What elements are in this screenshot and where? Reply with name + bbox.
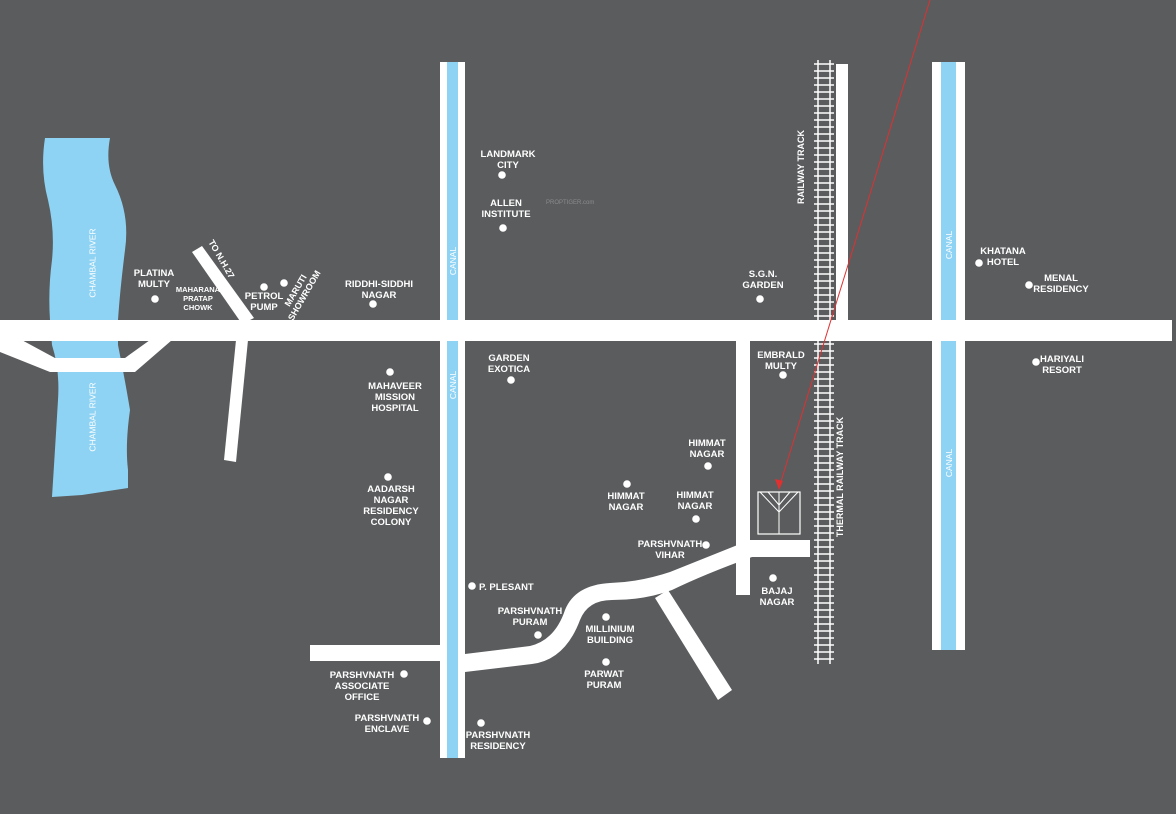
branch-road	[655, 590, 732, 700]
landmark-dot	[400, 670, 408, 678]
landmark-dot	[1025, 281, 1033, 289]
landmark-dot	[498, 171, 506, 179]
watermark: PROPTIGER.com	[546, 200, 595, 206]
south-spur-road	[224, 340, 248, 462]
landmark-label: RIDDHI-SIDDHI NAGAR	[344, 279, 414, 301]
landmark-dot	[692, 515, 700, 523]
landmark-dot	[779, 371, 787, 379]
project-site-marker	[757, 491, 801, 535]
canal-2-label-south: CANAL	[944, 448, 955, 478]
landmark-label: PARSHVNATH ASSOCIATE OFFICE	[329, 670, 395, 703]
landmark-dot	[602, 658, 610, 666]
main-road	[0, 320, 1172, 341]
landmark-label: PARWAT PURAM	[584, 669, 624, 691]
landmark-dot	[280, 279, 288, 287]
landmark-label: GARDEN EXOTICA	[487, 353, 531, 375]
landmark-dot	[386, 368, 394, 376]
railway-track-label: RAILWAY TRACK	[796, 129, 807, 205]
canal-1-water	[447, 62, 458, 758]
landmark-label: BAJAJ NAGAR	[759, 586, 795, 608]
landmark-label: HIMMAT NAGAR	[676, 490, 714, 512]
landmark-label: MENAL RESIDENCY	[1033, 273, 1089, 295]
landmark-label: KHATANA HOTEL	[980, 246, 1026, 268]
landmark-dot	[702, 541, 710, 549]
curved-road	[465, 540, 810, 672]
vertical-road-east	[736, 341, 750, 595]
railway-track	[814, 60, 834, 664]
thermal-railway-track-label: THERMAL RAILWAY TRACK	[835, 416, 846, 538]
river-bridge-road	[0, 335, 172, 372]
connector-road	[310, 645, 440, 661]
landmark-dot	[602, 613, 610, 621]
landmark-dot	[477, 719, 485, 727]
landmark-label: MAHAVEER MISSION HOSPITAL	[368, 381, 422, 414]
river-label-south: CHAMBAL RIVER	[87, 382, 98, 452]
landmark-label: MILLINIUM BUILDING	[585, 624, 635, 646]
canal-1-label-north: CANAL	[448, 246, 459, 276]
landmark-dot	[769, 574, 777, 582]
landmark-dot	[423, 717, 431, 725]
chambal-river	[43, 138, 131, 497]
landmark-dot	[499, 224, 507, 232]
landmark-label: HIMMAT NAGAR	[607, 491, 645, 513]
landmark-dot	[260, 283, 268, 291]
landmark-label: EMBRALD MULTY	[757, 350, 805, 372]
landmark-label: AADARSH NAGAR RESIDENCY COLONY	[363, 484, 419, 528]
landmark-label: P. PLESANT	[479, 582, 534, 593]
landmark-label: PARSHVNATH RESIDENCY	[465, 730, 531, 752]
landmark-dot	[384, 473, 392, 481]
landmark-dot	[507, 376, 515, 384]
landmark-dot	[369, 300, 377, 308]
landmark-label: PARSHVNATH PURAM	[497, 606, 563, 628]
project-pointer-arrow	[775, 0, 931, 490]
canal-2-label-north: CANAL	[944, 230, 955, 260]
river-label-north: CHAMBAL RIVER	[87, 228, 98, 298]
landmark-label: HARIYALI RESORT	[1040, 354, 1084, 376]
landmark-label: LANDMARK CITY	[480, 149, 536, 171]
landmark-label: MAHARANA PRATAP CHOWK	[175, 285, 221, 312]
landmark-label: PLATINA MULTY	[133, 268, 175, 290]
landmark-label: HIMMAT NAGAR	[688, 438, 726, 460]
landmark-dot	[975, 259, 983, 267]
landmark-dot	[1032, 358, 1040, 366]
nh27-road	[192, 246, 254, 324]
landmark-dot	[623, 480, 631, 488]
railway-road	[836, 64, 848, 322]
landmark-dot	[534, 631, 542, 639]
landmark-label: S.G.N. GARDEN	[742, 269, 784, 291]
canal-2-water	[941, 62, 956, 650]
landmark-dot	[704, 462, 712, 470]
landmark-label: ALLEN INSTITUTE	[481, 198, 531, 220]
landmark-dot	[151, 295, 159, 303]
landmark-dot	[468, 582, 476, 590]
landmark-label: PARSHVNATH ENCLAVE	[354, 713, 420, 735]
landmark-label: PETROL PUMP	[244, 291, 284, 313]
canal-1-label-south: CANAL	[448, 370, 459, 400]
landmark-dot	[756, 295, 764, 303]
landmark-label: PARSHVNATH VIHAR	[637, 539, 703, 561]
